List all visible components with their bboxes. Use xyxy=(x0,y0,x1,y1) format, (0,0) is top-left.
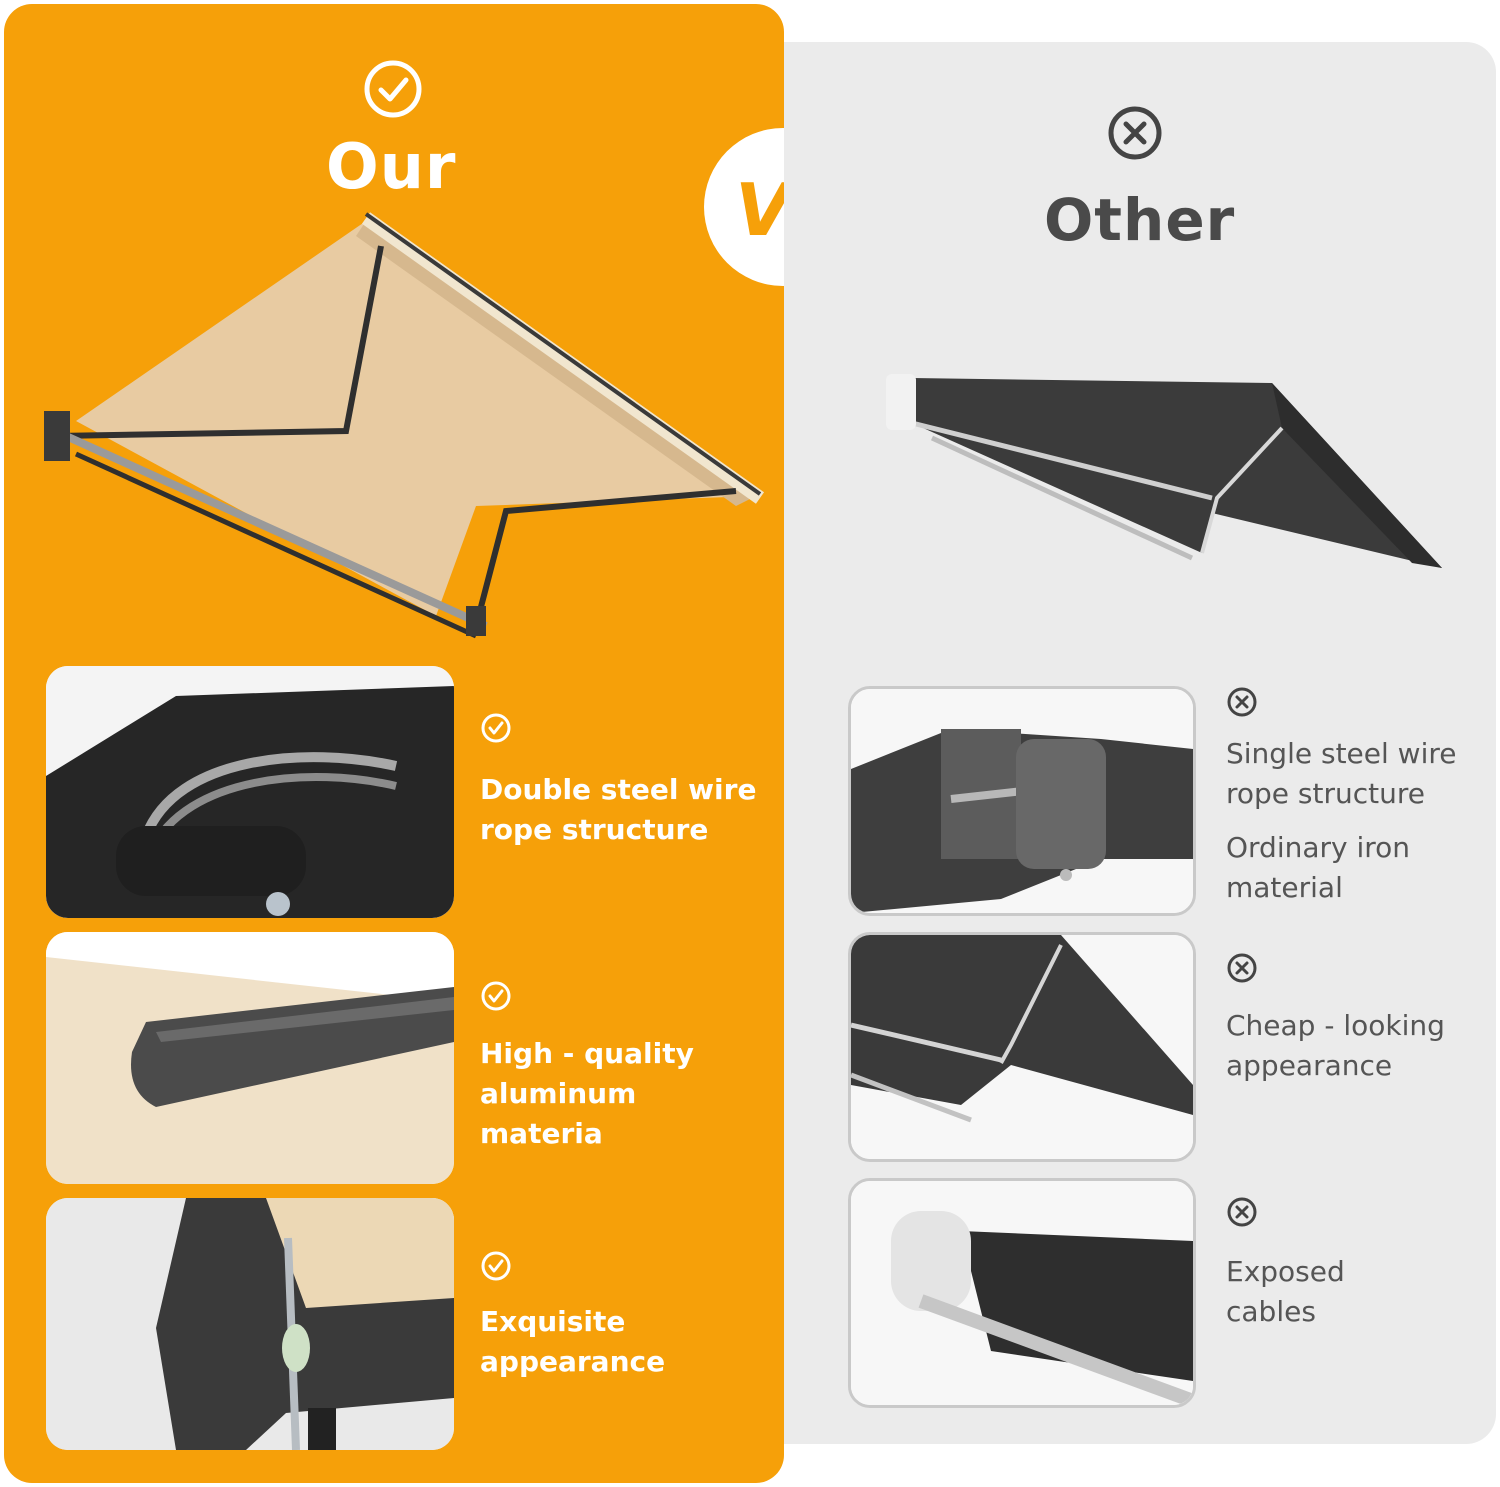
x-circle-icon xyxy=(1108,106,1162,160)
thumb-double-wire xyxy=(46,666,454,918)
other-feature-1-line-2: rope structure xyxy=(1226,777,1425,810)
our-feature-2: High - quality aluminum materia xyxy=(480,1034,770,1154)
other-feature-2-line-1: Cheap - looking xyxy=(1226,1009,1445,1042)
our-feature-3: Exquisite appearance xyxy=(480,1302,770,1382)
our-feature-2-line-3: materia xyxy=(480,1117,603,1150)
thumb-aluminum-bar xyxy=(46,932,454,1184)
check-circle-icon xyxy=(481,981,511,1011)
thumb-exposed-cables xyxy=(848,1178,1196,1408)
our-feature-1: Double steel wire rope structure xyxy=(480,770,770,850)
awning-beige-image xyxy=(44,212,765,639)
our-feature-2-line-2: aluminum xyxy=(480,1077,637,1110)
thumb-single-wire xyxy=(848,686,1196,916)
our-feature-2-line-1: High - quality xyxy=(480,1037,694,1070)
our-feature-3-line-2: appearance xyxy=(480,1345,666,1378)
other-feature-3: Exposed cables xyxy=(1226,1252,1488,1332)
check-circle-icon xyxy=(481,713,511,743)
other-feature-2: Cheap - looking appearance xyxy=(1226,1006,1488,1086)
other-feature-1-extra: Ordinary iron material xyxy=(1226,828,1488,908)
our-feature-1-line-1: Double steel wire xyxy=(480,773,757,806)
other-feature-1-line-1: Single steel wire xyxy=(1226,737,1457,770)
x-circle-icon xyxy=(1227,1197,1257,1227)
other-feature-2-line-2: appearance xyxy=(1226,1049,1393,1082)
thumb-cheap-look xyxy=(848,932,1196,1162)
other-feature-1-extra-line-2: material xyxy=(1226,871,1343,904)
x-circle-icon xyxy=(1227,953,1257,983)
other-feature-3-line-2: cables xyxy=(1226,1295,1316,1328)
our-feature-1-line-2: rope structure xyxy=(480,813,709,846)
other-feature-1-extra-line-1: Ordinary iron xyxy=(1226,831,1411,864)
other-feature-1: Single steel wire rope structure xyxy=(1226,734,1488,814)
check-circle-icon xyxy=(364,60,422,118)
check-circle-icon xyxy=(481,1251,511,1281)
our-title: Our xyxy=(326,130,457,203)
x-circle-icon xyxy=(1227,687,1257,717)
other-feature-3-line-1: Exposed xyxy=(1226,1255,1345,1288)
awning-dark-image xyxy=(886,374,1442,568)
other-title: Other xyxy=(1044,186,1236,254)
our-feature-3-line-1: Exquisite xyxy=(480,1305,626,1338)
thumb-crank-mechanism xyxy=(46,1198,454,1450)
